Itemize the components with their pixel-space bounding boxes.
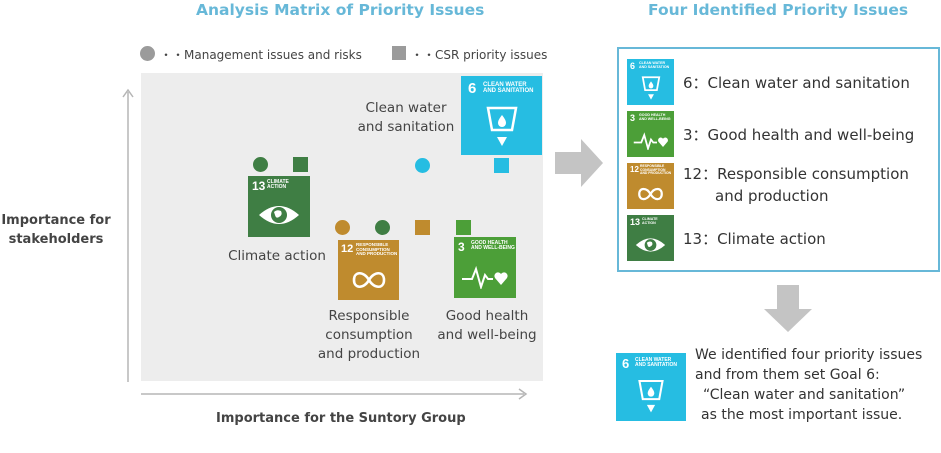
x-axis-arrow	[141, 388, 528, 400]
management-legend-marker	[140, 46, 155, 61]
water-glass-icon	[641, 76, 661, 100]
priority-issue-3: 3：Good health and well-being	[683, 126, 915, 144]
clean-water-label: Clean water and sanitation	[357, 100, 455, 135]
infinity-icon	[352, 271, 386, 289]
sdg13-number: 13	[252, 179, 266, 193]
y-axis-label-line2: stakeholders	[8, 232, 104, 247]
responsible-csr-marker	[415, 220, 430, 235]
responsible-label: Responsible consumption and production	[317, 308, 421, 362]
climate-management-marker	[253, 157, 268, 172]
x-axis-label: Importance for the Suntory Group	[216, 411, 466, 426]
water-glass-icon	[486, 106, 518, 146]
climate-label: Climate action	[228, 248, 326, 264]
sdg6-number: 6	[468, 80, 477, 97]
matrix-title: Analysis Matrix of Priority Issues	[196, 1, 485, 19]
sdg12-number: 12	[341, 243, 354, 255]
clean-water-management-marker	[415, 158, 430, 173]
heartbeat-icon	[462, 265, 508, 289]
conclusion-text: We identified four priority issues and f…	[695, 347, 923, 423]
sdg3-number: 3	[458, 240, 465, 254]
responsible-management-marker	[335, 220, 350, 235]
y-axis-label-line1: Importance for	[1, 213, 111, 228]
priority-issues-title: Four Identified Priority Issues	[648, 1, 909, 19]
water-glass-icon	[638, 380, 664, 413]
csr-legend-label: ・・CSR priority issues	[411, 48, 548, 62]
eye-globe-icon	[259, 206, 299, 224]
y-axis-arrow	[122, 88, 134, 382]
right-arrow-icon	[555, 139, 603, 187]
csr-legend-marker	[392, 46, 406, 60]
priority-issue-12: 12：Responsible consumption and productio…	[683, 165, 909, 205]
heartbeat-icon	[633, 132, 668, 150]
priority-issues-panel	[617, 47, 940, 272]
priority-issue-6: 6：Clean water and sanitation	[683, 74, 910, 92]
clean-water-csr-marker	[494, 158, 509, 173]
eye-globe-icon	[635, 238, 666, 252]
infinity-icon	[638, 187, 663, 201]
management-legend-label: ・・Management issues and risks	[160, 48, 362, 62]
health-label: Good health and well-being	[437, 308, 537, 343]
health-management-marker	[375, 220, 390, 235]
y-axis-label: Importance for stakeholders	[0, 211, 112, 249]
health-csr-marker	[456, 220, 471, 235]
priority-issue-13: 13：Climate action	[683, 230, 826, 248]
down-arrow-icon	[764, 285, 812, 332]
climate-csr-marker	[293, 157, 308, 172]
